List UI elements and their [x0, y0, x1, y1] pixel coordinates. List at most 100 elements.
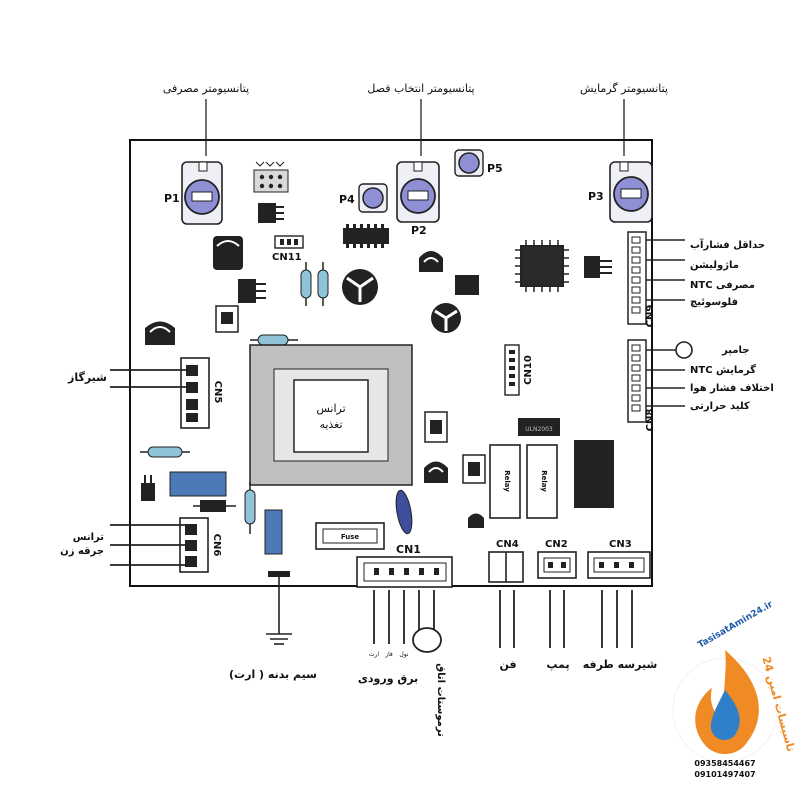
fuse: Fuse	[315, 522, 385, 550]
label-fuse: Fuse	[341, 533, 360, 541]
label-fan: فن	[499, 658, 516, 671]
label-pump: پمپ	[546, 658, 569, 671]
label-modulation: ماژولیشن	[690, 260, 739, 271]
label-p3: P3	[588, 190, 604, 203]
diode-left	[193, 500, 236, 512]
optocoupler-center	[424, 411, 448, 443]
label-min-water-pressure: حداقل فشارآب	[690, 238, 765, 251]
relay-circle-2	[431, 303, 461, 333]
label-thermal-switch: کلید حرارتی	[690, 401, 750, 412]
potentiometer-p3: P3	[588, 161, 653, 223]
power-transformer: ترانس تغذیه	[249, 344, 413, 486]
optocoupler-left	[215, 305, 239, 333]
connector-cn1: CN1	[356, 543, 453, 588]
label-pot-consumption: پتانسیومتر مصرفی	[163, 82, 249, 95]
transistor-right	[584, 256, 612, 278]
watermark-site: TasisatAmin24.ir	[697, 599, 776, 650]
dome-left	[145, 321, 175, 345]
label-ntc-heating: NTC گرمایش	[690, 363, 756, 376]
resistors-vertical	[300, 262, 329, 306]
label-pot-heating: پتانسیومتر گرمایش	[580, 82, 668, 95]
label-pin-earth: ارت	[369, 651, 380, 658]
label-ignition-line1: ترانس	[73, 532, 105, 543]
connector-cn9: CN9	[627, 231, 685, 328]
label-pot-season: پتانسیومتر انتخاب فصل	[367, 82, 474, 95]
capacitor-large	[213, 236, 243, 270]
label-p4: P4	[339, 193, 355, 206]
label-cn11: CN11	[272, 252, 302, 263]
relay-circle-1	[342, 269, 378, 305]
label-relay-2: Relay	[540, 470, 548, 492]
dome-center	[424, 461, 448, 483]
blue-capacitor	[264, 509, 283, 555]
transistor-dome	[419, 251, 443, 272]
relay-1: Relay	[489, 444, 521, 519]
label-relay-1: Relay	[503, 470, 511, 492]
label-cn1: CN1	[396, 543, 421, 556]
cn9-labels: حداقل فشارآب ماژولیشن NTC مصرفی فلوسوئیچ	[690, 238, 765, 308]
label-pin-phase: فاز	[384, 651, 393, 658]
triac-block	[574, 440, 614, 508]
label-cn6: CN6	[211, 534, 222, 557]
water-drop-icon	[710, 690, 740, 741]
valve-wires	[601, 590, 633, 648]
connector-cn5: CN5	[110, 357, 223, 429]
thermostat-wires	[412, 590, 442, 653]
label-cn5: CN5	[212, 381, 223, 404]
top-labels: پتانسیومتر مصرفی پتانسیومتر انتخاب فصل پ…	[163, 82, 668, 156]
label-ignition-line2: جرقه زن	[60, 546, 104, 557]
power-input-wires	[373, 590, 405, 644]
label-pin-neutral: نول	[399, 651, 408, 658]
potentiometer-p5: P5	[454, 149, 503, 177]
potentiometer-p1: P1	[164, 161, 223, 225]
label-cn9: CN9	[645, 305, 656, 328]
label-gas-valve: شیرگاز	[67, 371, 107, 384]
watermark-phone-1: 09358454467	[694, 759, 755, 768]
ic-dip	[343, 224, 389, 248]
label-p5: P5	[487, 162, 503, 175]
label-jumper: جامپر	[721, 345, 749, 356]
cn8-labels: جامپر NTC گرمایش اختلاف فشار هوا کلید حر…	[690, 345, 774, 412]
potentiometer-p4: P4	[339, 183, 388, 213]
label-ntc-consumption: NTC مصرفی	[690, 280, 755, 291]
resistor-left-vertical	[244, 482, 256, 534]
connector-cn2: CN2	[537, 539, 577, 579]
small-ic-middle	[455, 275, 479, 295]
earth-wire	[266, 571, 292, 645]
transistor-bottom-left	[141, 475, 155, 501]
label-air-pressure: اختلاف فشار هوا	[690, 383, 774, 394]
label-cn4: CN4	[496, 539, 519, 550]
label-cn2: CN2	[545, 539, 568, 550]
connector-cn10: CN10	[504, 344, 534, 396]
label-power-input: برق ورودی	[358, 672, 418, 685]
label-cn8: CN8	[645, 409, 656, 432]
transistor-left	[238, 279, 266, 303]
transformer-label-line1: ترانس	[316, 402, 345, 415]
small-dome-bottom	[468, 513, 484, 528]
relay-2: Relay	[526, 444, 558, 519]
optocoupler-right	[462, 454, 486, 484]
driver-ic: ULN2003	[518, 418, 560, 436]
label-flow-switch: فلوسوئیچ	[690, 297, 738, 308]
connector-cn3: CN3	[587, 539, 651, 579]
connector-cn4: CN4	[488, 539, 524, 583]
varistor	[395, 489, 413, 535]
label-cn3: CN3	[609, 539, 632, 550]
label-p2: P2	[411, 224, 427, 237]
label-p1: P1	[164, 192, 180, 205]
connector-cn8: CN8	[627, 339, 693, 432]
label-driver-ic: ULN2003	[525, 426, 553, 433]
label-earth-wire: سیم بدنه ( ارت)	[229, 668, 317, 681]
jumper-header	[253, 161, 289, 193]
connector-cn11: CN11	[272, 235, 304, 263]
label-room-thermostat: ترموستات اتاق	[435, 663, 446, 737]
fan-wires	[499, 590, 515, 648]
regulator-top	[258, 203, 284, 223]
blue-block	[169, 471, 227, 497]
watermark-logo: TasisatAmin24.ir تاسیسات امین 24 0935845…	[672, 599, 797, 779]
connector-cn6: CN6	[110, 517, 222, 573]
potentiometer-p2: P2	[396, 161, 440, 237]
jumper-loop-icon	[675, 341, 693, 359]
mcu-chip	[515, 240, 569, 292]
